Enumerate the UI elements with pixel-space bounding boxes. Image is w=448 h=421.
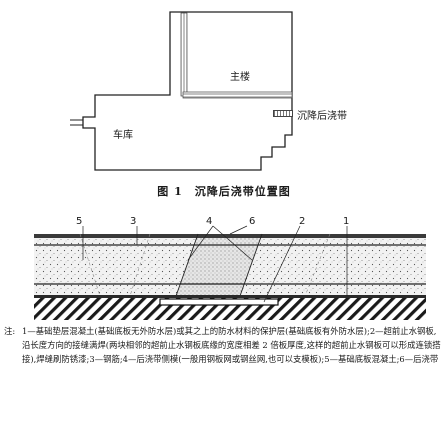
garage-label: 车库: [113, 130, 133, 141]
settlement-band-horizontal: [182, 91, 293, 99]
leader-4b: [212, 225, 253, 261]
note-text: 1—基础垫层混凝土(基础底板无外防水层)或其之上的防水材料的保护层(基础底板有外…: [22, 326, 441, 365]
building-outline: [82, 11, 293, 171]
post-pour-band-section-diagram: [34, 225, 426, 320]
settlement-band-plan-diagram: [70, 11, 293, 171]
top-surface-edge: [34, 234, 426, 238]
leader-4a: [187, 225, 214, 261]
main-building-label: 主楼: [230, 72, 250, 83]
dashed-line: [304, 233, 331, 297]
leader-2: [263, 225, 301, 303]
side-formwork-right: [239, 233, 263, 297]
marker-2: 2: [299, 216, 306, 227]
dashed-line: [79, 233, 101, 297]
legend-label: 沉降后浇带: [297, 111, 347, 122]
protective-layer: [34, 295, 426, 298]
figure-note: 注: 1—基础垫层混凝土(基础底板无外防水层)或其之上的防水材料的保护层(基础底…: [4, 324, 444, 367]
leader-6: [229, 225, 248, 235]
marker-1: 1: [343, 216, 350, 227]
legend-swatch: [273, 110, 293, 117]
figure1-caption: 图 1 沉降后浇带位置图: [157, 185, 291, 198]
dashed-line: [129, 233, 151, 297]
settlement-band-vertical: [180, 12, 188, 97]
waterstop-steel-plate-top: [159, 298, 279, 306]
post-pour-band: [176, 234, 262, 296]
base-cushion-layer: [34, 298, 426, 320]
side-formwork-left: [175, 233, 199, 297]
marker-6: 6: [249, 216, 256, 227]
marker-5: 5: [76, 216, 83, 227]
note-prefix: 注:: [4, 326, 16, 336]
marker-3: 3: [130, 216, 137, 227]
marker-4: 4: [206, 216, 213, 227]
